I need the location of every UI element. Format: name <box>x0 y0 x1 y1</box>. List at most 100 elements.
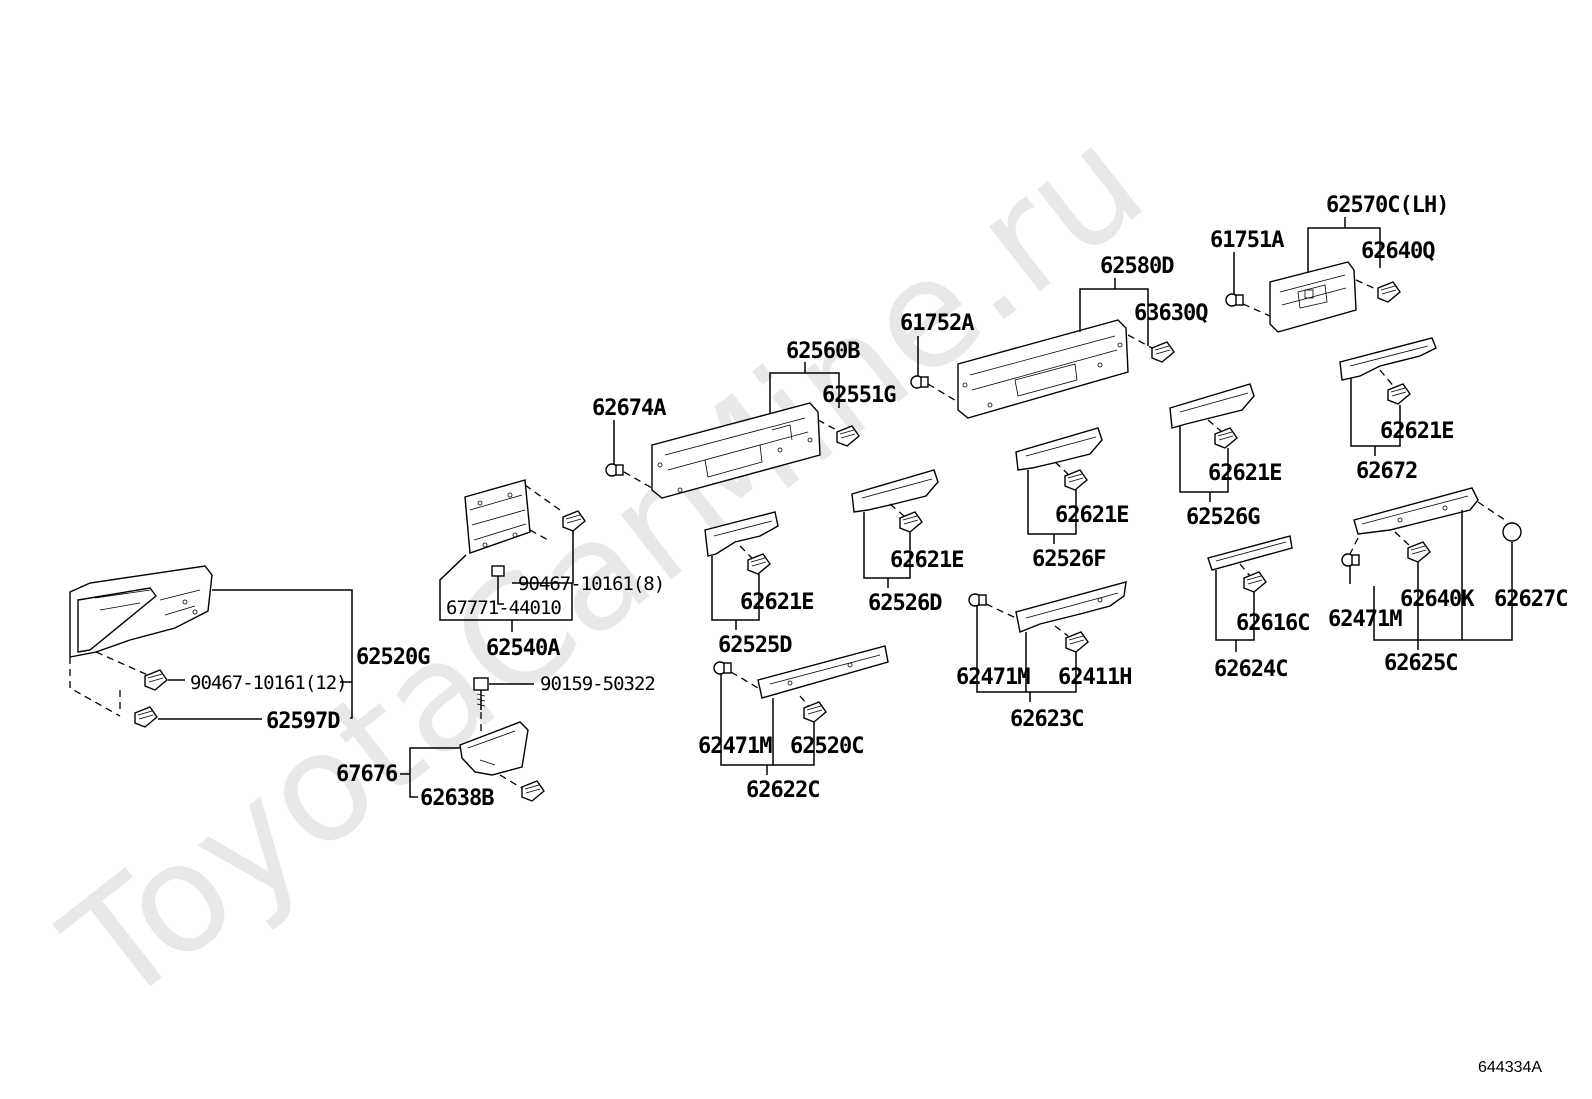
label-62525D: 62525D <box>718 633 792 658</box>
clip-62551G <box>836 425 860 447</box>
label-90467-10161-8: 90467-10161(8) <box>518 573 664 595</box>
part-62570C-panel <box>1269 261 1357 333</box>
clip-62597D <box>134 706 158 728</box>
label-62621E-b: 62621E <box>1208 461 1281 486</box>
label-62621E-a: 62621E <box>1380 419 1453 444</box>
clip-62411H <box>1065 631 1089 653</box>
dash-62540A <box>524 484 561 541</box>
label-62520G: 62520G <box>356 645 430 670</box>
label-62640Q: 62640Q <box>1361 239 1435 264</box>
label-62674A: 62674A <box>592 396 666 421</box>
label-62520C: 62520C <box>790 734 863 759</box>
leader-62624C <box>1215 570 1255 652</box>
label-62621E-e: 62621E <box>740 590 813 615</box>
clip-62638B <box>521 780 545 802</box>
dash-62640K <box>1394 531 1411 547</box>
clip-62520C <box>803 701 827 723</box>
part-62526G-strip <box>1169 383 1255 429</box>
dash-62471M-a <box>730 671 759 689</box>
part-62625C-strip <box>1353 487 1479 535</box>
label-62526F: 62526F <box>1032 547 1105 572</box>
part-62526D-strip <box>851 469 939 513</box>
clip-61752A <box>910 375 929 389</box>
clip-62621E-d <box>899 511 923 533</box>
leader-62622C <box>720 674 815 775</box>
label-62560B: 62560B <box>786 339 860 364</box>
label-61751A: 61751A <box>1210 228 1284 253</box>
leader-62525D <box>711 556 760 630</box>
leader-67676 <box>400 747 460 798</box>
label-62616C: 62616C <box>1236 611 1309 636</box>
clip-62621E-b <box>1214 427 1238 449</box>
part-62623C-strip <box>1015 581 1127 633</box>
leader-62570C <box>1307 227 1381 272</box>
leader-90467-8 <box>512 531 574 584</box>
clip-62471M-c <box>1341 553 1360 567</box>
label-62621E-c: 62621E <box>1055 503 1128 528</box>
part-62622C-strip <box>757 645 889 699</box>
label-62471M-b: 62471M <box>956 665 1030 690</box>
leader-62623C <box>976 606 1077 702</box>
label-62624C: 62624C <box>1214 657 1287 682</box>
dash-62624C <box>1239 563 1251 577</box>
clip-62616C <box>1243 571 1267 593</box>
clip-62621E-c <box>1064 469 1088 491</box>
figure-id: 644334A <box>1478 1059 1542 1076</box>
dash-62411H <box>1054 625 1069 637</box>
dash-62674A <box>623 471 653 489</box>
clip-90467-12 <box>144 669 168 691</box>
leader-62580D <box>1079 288 1149 346</box>
label-62551G: 62551G <box>822 383 896 408</box>
leader-62526G <box>1179 426 1229 502</box>
leader-62520G <box>212 589 353 719</box>
bolt-90159-50322 <box>473 677 489 710</box>
part-62672-strip <box>1339 337 1437 381</box>
label-62526G: 62526G <box>1186 505 1260 530</box>
leader-62526F <box>1027 470 1077 544</box>
dash-62471M-c <box>1349 537 1359 555</box>
part-62560B-panel <box>651 402 821 499</box>
dash-62525D <box>739 545 753 559</box>
clip-61751A <box>1225 293 1244 307</box>
label-62580D: 62580D <box>1100 254 1174 279</box>
clip-62471M-a <box>713 661 732 675</box>
label-67771-44010: 67771-44010 <box>446 597 561 619</box>
label-62471M-c: 62471M <box>1328 607 1402 632</box>
clip-62640K <box>1407 541 1431 563</box>
label-62640K: 62640K <box>1400 587 1475 612</box>
dash-62551G <box>817 419 841 433</box>
part-62526F-strip <box>1015 427 1103 471</box>
label-62621E-d: 62621E <box>890 548 963 573</box>
dash-62526D <box>889 503 905 517</box>
dash-61752A <box>927 383 959 403</box>
label-62622C: 62622C <box>746 778 819 803</box>
label-62672: 62672 <box>1356 459 1417 484</box>
clip-63630Q <box>1151 341 1175 363</box>
clip-62621E-e <box>747 553 771 575</box>
dash-62520G <box>69 651 151 717</box>
clip-62621E-a <box>1387 383 1411 405</box>
label-62638B: 62638B <box>420 786 494 811</box>
dash-62672 <box>1379 369 1396 389</box>
dash-62471M-b <box>985 603 1017 619</box>
clip-62471M-b <box>968 593 987 607</box>
part-62525D-strip <box>704 511 779 557</box>
dash-62640Q <box>1355 279 1379 291</box>
part-67676-bracket <box>459 721 529 776</box>
label-62570C: 62570C(LH) <box>1326 193 1448 218</box>
leader-62540A <box>439 554 573 621</box>
dash-62526G <box>1207 419 1223 433</box>
label-67676: 67676 <box>336 762 398 787</box>
leader-62526D <box>863 512 911 588</box>
label-62540A: 62540A <box>486 636 560 661</box>
clip-62640Q <box>1377 281 1401 303</box>
leader-62625C <box>1349 510 1513 650</box>
label-62411H: 62411H <box>1058 665 1131 690</box>
dash-62638B <box>499 774 526 791</box>
dash-61751A <box>1242 303 1271 317</box>
dash-62526F <box>1054 461 1069 475</box>
cap-62627C <box>1502 522 1522 542</box>
label-62597D: 62597D <box>266 709 340 734</box>
dash-62627C <box>1477 501 1506 521</box>
